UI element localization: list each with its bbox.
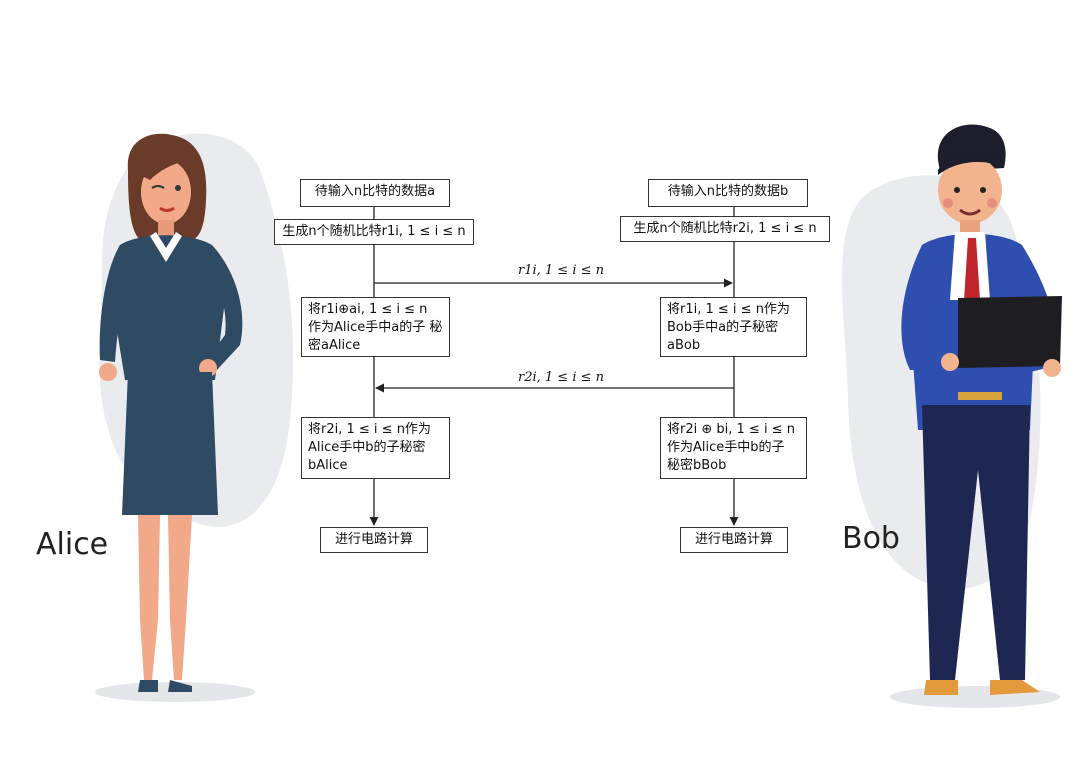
bob-input-box: 待输入n比特的数据b <box>648 179 808 207</box>
arrow-to-alice-label: r2i, 1 ≤ i ≤ n <box>518 370 605 385</box>
alice-input-box: 待输入n比特的数据a <box>300 179 450 207</box>
bob-figure <box>901 124 1062 695</box>
bob-compute-box: 进行电路计算 <box>680 527 788 553</box>
bob-share-b-box: 将r2i ⊕ bi, 1 ≤ i ≤ n 作为Alice手中b的子 秘密bBob <box>660 417 807 479</box>
alice-figure <box>99 133 243 692</box>
bob-name: Bob <box>842 521 900 556</box>
flow-lines <box>369 207 739 526</box>
alice-random-box: 生成n个随机比特r1i, 1 ≤ i ≤ n <box>274 219 474 245</box>
arrow-to-bob-label: r1i, 1 ≤ i ≤ n <box>518 263 605 278</box>
alice-share-a-box: 将r1i⊕ai, 1 ≤ i ≤ n 作为Alice手中a的子 秘密aAlice <box>301 297 450 357</box>
alice-share-b-box: 将r2i, 1 ≤ i ≤ n作为 Alice手中b的子秘密 bAlice <box>301 417 450 479</box>
alice-name: Alice <box>36 527 109 562</box>
bob-random-box: 生成n个随机比特r2i, 1 ≤ i ≤ n <box>620 216 830 242</box>
bob-share-a-box: 将r1i, 1 ≤ i ≤ n作为 Bob手中a的子秘密 aBob <box>660 297 807 357</box>
alice-compute-box: 进行电路计算 <box>320 527 428 553</box>
